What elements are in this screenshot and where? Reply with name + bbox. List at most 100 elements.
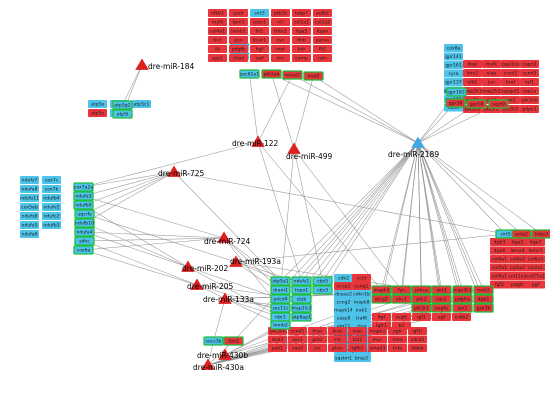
gene-node-box xyxy=(328,335,347,344)
hub-gene-label: pdgfra xyxy=(455,297,470,303)
gene-node-box xyxy=(444,78,463,86)
network-edge xyxy=(257,141,302,282)
hub-gene-node: ndufa4 xyxy=(74,227,95,237)
mirna-triangle xyxy=(135,58,149,70)
network-edge xyxy=(83,195,225,239)
hub-gene-box xyxy=(473,285,494,295)
hub-gene-box xyxy=(531,229,550,239)
gene-node: xiap xyxy=(482,69,501,77)
gene-node: ccnd2 xyxy=(501,69,520,77)
gene-node-box xyxy=(288,344,307,352)
gene-node-box xyxy=(308,327,327,335)
gene-node-label: cox5ab xyxy=(21,205,38,211)
gene-node-label: pik3cd xyxy=(465,107,480,113)
hub-gene-node: ndufb9 xyxy=(73,200,94,210)
gene-node-label: pdpk1 xyxy=(522,107,536,113)
gene-node-box xyxy=(334,298,353,306)
gene-node: gpr161 xyxy=(444,61,463,69)
gene-node-box xyxy=(408,327,427,335)
gene-node-box xyxy=(292,27,311,35)
hub-gene-box xyxy=(466,99,487,109)
gene-node-label: vav2 xyxy=(292,346,303,352)
gene-node-box xyxy=(42,212,61,220)
gene-node-label: gpr161 xyxy=(445,63,462,69)
gene-node: ilk xyxy=(208,45,227,53)
gene-node: col2a1 xyxy=(526,263,545,272)
gene-node: mapk8 xyxy=(352,298,371,306)
mirna-triangle xyxy=(218,292,232,304)
gene-node: myl9 xyxy=(208,18,227,26)
hub-gene-label: mef2 xyxy=(308,74,320,80)
gene-node: ccng1 xyxy=(352,282,371,290)
gene-node-box xyxy=(482,60,501,68)
network-edge xyxy=(271,73,419,144)
gene-node: col6a2 xyxy=(508,255,527,263)
gene-node-label: spp1 xyxy=(212,56,223,62)
mirna-triangle xyxy=(217,231,231,243)
gene-node-label: parva xyxy=(316,38,329,44)
gene-node: col6a3 xyxy=(526,255,545,263)
gene-node: zyx xyxy=(271,36,290,44)
network-edge xyxy=(271,73,295,150)
gene-node-label: ccng1 xyxy=(355,284,369,290)
hub-gene-box xyxy=(488,99,509,109)
hub-gene-box xyxy=(291,294,312,304)
gene-node: vwf xyxy=(250,54,269,62)
gene-node-box xyxy=(490,246,509,255)
hub-gene-node: map1lc3 xyxy=(291,303,312,313)
gene-node-box xyxy=(463,69,482,77)
gene-node-box xyxy=(526,255,545,263)
gene-node-label: src xyxy=(314,346,321,352)
gene-node: tnc xyxy=(271,54,290,62)
hub-gene-box xyxy=(431,294,452,304)
gene-node-box xyxy=(313,9,332,17)
gene-node: casp8 xyxy=(334,314,353,322)
network-edge xyxy=(83,171,175,206)
gene-node: ccnd3 xyxy=(520,69,539,77)
gene-node-box xyxy=(520,60,539,68)
gene-node-box xyxy=(463,60,482,68)
hub-gene-node: tnpo1 xyxy=(291,285,312,295)
hub-gene-label: nbr1 xyxy=(275,315,286,321)
gene-node-label: casp8 xyxy=(337,316,351,322)
gene-node-label: ccng2 xyxy=(337,300,351,306)
hub-gene-node: pik3r1 xyxy=(411,303,432,313)
gene-node-label: mapk14 xyxy=(334,308,353,314)
gene-node-label: dnase2 xyxy=(335,292,352,298)
gene-node-label: ccnd2 xyxy=(504,71,518,77)
hub-gene-label: mapk3 xyxy=(374,288,390,294)
gene-node-label: flt1 xyxy=(319,47,327,53)
hub-gene-box xyxy=(431,285,452,295)
gene-node: actb2 xyxy=(313,9,332,17)
gene-node-box xyxy=(508,272,527,280)
gene-node: pdpk1 xyxy=(520,105,539,113)
network-edge xyxy=(301,142,419,300)
gene-node: itga2 xyxy=(508,238,527,246)
gene-node-box xyxy=(250,27,269,35)
gene-node-label: cox8a xyxy=(447,46,461,52)
gene-node-label: jun xyxy=(487,80,495,86)
mirna-node-m724: dre-miR-724 xyxy=(204,231,251,246)
gene-node-label: irak1 xyxy=(356,308,368,314)
mirna-node-m205: dre-miR-205 xyxy=(187,278,234,291)
gene-node-box xyxy=(328,327,347,335)
hub-gene-label: tnpo1 xyxy=(295,288,308,294)
gene-node: mapk14 xyxy=(334,306,353,314)
gene-node-label: fgf2 xyxy=(495,282,504,288)
gene-node-label: stat3 xyxy=(272,337,284,343)
hub-gene-node: gpr38 xyxy=(445,98,466,108)
gene-node-label: cdkn1b xyxy=(353,292,370,298)
hub-gene-label: rac1 xyxy=(436,297,446,303)
network-edge xyxy=(84,231,189,268)
gene-node-label: ptk2b xyxy=(274,11,287,17)
gene-node-label: col6a2 xyxy=(510,257,525,263)
hub-gene-box xyxy=(74,218,95,228)
network-edge xyxy=(417,142,542,235)
gene-node-box xyxy=(520,78,539,86)
gene-node-box xyxy=(392,321,411,330)
hub-gene-label: prkca xyxy=(415,288,428,294)
gene-node-box xyxy=(42,221,61,229)
hub-gene-node: fyn xyxy=(391,285,412,295)
mirna-label: dre-miR-430b xyxy=(197,351,248,360)
network-edge xyxy=(173,171,506,235)
